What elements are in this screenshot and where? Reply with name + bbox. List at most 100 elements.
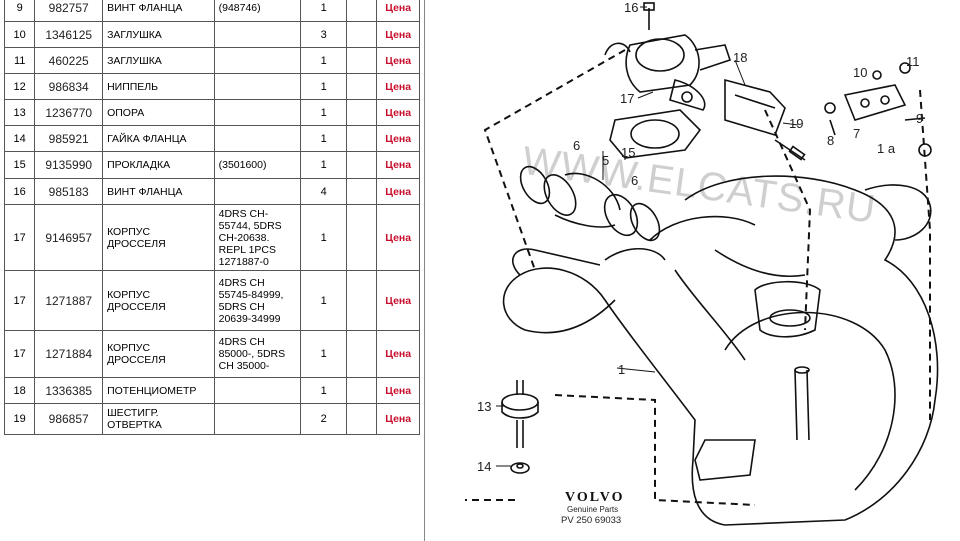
- row-position: 18: [3, 377, 36, 404]
- row-part-number: 1271884: [34, 330, 104, 378]
- row-position: 11: [3, 47, 36, 74]
- row-quantity: 1: [300, 99, 348, 126]
- row-note: [213, 178, 302, 205]
- brand-subtitle: Genuine Parts: [567, 505, 618, 514]
- row-part-name: ПРОКЛАДКА: [102, 151, 215, 179]
- row-part-number: 9135990: [34, 151, 104, 179]
- row-part-name: ЗАГЛУШКА: [102, 47, 215, 74]
- row-quantity: 3: [300, 21, 348, 48]
- row-part-number: 985183: [34, 178, 104, 205]
- row-blank: [346, 73, 378, 100]
- row-blank: [346, 47, 378, 74]
- brand-logo: VOLVO: [565, 490, 625, 505]
- row-note: [213, 73, 302, 100]
- row-quantity: 1: [300, 0, 348, 22]
- row-position: 15: [3, 151, 36, 179]
- callout-15: 15: [621, 145, 635, 160]
- panel-divider: [424, 0, 425, 541]
- row-part-number: 460225: [34, 47, 104, 74]
- row-quantity: 1: [300, 204, 348, 271]
- row-price-link[interactable]: Цена: [376, 0, 420, 22]
- row-price-link[interactable]: Цена: [376, 178, 420, 205]
- volvo-branding: VOLVO Genuine Parts PV 250 69033: [561, 490, 625, 526]
- row-part-number: 986834: [34, 73, 104, 100]
- row-quantity: 1: [300, 125, 348, 152]
- row-part-name: ВИНТ ФЛАНЦА: [102, 0, 215, 22]
- callout-9: 9: [916, 111, 923, 126]
- callout-13: 13: [477, 399, 491, 414]
- row-quantity: 1: [300, 151, 348, 179]
- row-part-number: 1236770: [34, 99, 104, 126]
- throttle-gasket: [609, 109, 702, 159]
- row-position: 14: [3, 125, 36, 152]
- diagram-drawing: WWW.ELCATS.RU: [465, 0, 939, 526]
- row-position: 16: [3, 178, 36, 205]
- throttle-body: [604, 2, 732, 111]
- row-quantity: 1: [300, 73, 348, 100]
- row-price-link[interactable]: Цена: [376, 330, 420, 378]
- row-blank: [346, 403, 378, 435]
- row-note: [213, 125, 302, 152]
- row-part-name: НИППЕЛЬ: [102, 73, 215, 100]
- row-blank: [346, 151, 378, 179]
- row-price-link[interactable]: Цена: [376, 151, 420, 179]
- row-part-name: ВИНТ ФЛАНЦА: [102, 178, 215, 205]
- row-quantity: 1: [300, 270, 348, 331]
- row-price-link[interactable]: Цена: [376, 270, 420, 331]
- nipple-assembly: [824, 62, 932, 157]
- callout-5: 5: [602, 153, 609, 168]
- row-part-name: ШЕСТИГР. ОТВЕРТКА: [102, 403, 215, 435]
- row-part-number: 9146957: [34, 204, 104, 271]
- row-note: 4DRS CH-55744, 5DRS CH-20638. REPL 1PCS …: [213, 204, 302, 271]
- row-price-link[interactable]: Цена: [376, 47, 420, 74]
- row-blank: [346, 0, 378, 22]
- row-price-link[interactable]: Цена: [376, 21, 420, 48]
- row-price-link[interactable]: Цена: [376, 99, 420, 126]
- row-part-name: КОРПУС ДРОССЕЛЯ: [102, 330, 215, 378]
- intake-hose: [519, 165, 661, 242]
- parts-diagram: WWW.ELCATS.RU: [425, 0, 960, 541]
- row-note: [213, 99, 302, 126]
- callout-6-upper: 6: [573, 138, 580, 153]
- row-part-name: ПОТЕНЦИОМЕТР: [102, 377, 215, 404]
- row-price-link[interactable]: Цена: [376, 204, 420, 271]
- row-part-name: КОРПУС ДРОССЕЛЯ: [102, 270, 215, 331]
- support-mount: [501, 380, 539, 474]
- row-position: 10: [3, 21, 36, 48]
- row-note: 4DRS CH 55745-84999, 5DRS CH 20639-34999: [213, 270, 302, 331]
- row-blank: [346, 377, 378, 404]
- row-note: (948746): [213, 0, 302, 22]
- callout-1a: 1 a: [877, 141, 896, 156]
- brand-code: PV 250 69033: [561, 515, 621, 526]
- row-position: 19: [3, 403, 36, 435]
- row-part-number: 1271887: [34, 270, 104, 331]
- row-blank: [346, 99, 378, 126]
- row-price-link[interactable]: Цена: [376, 73, 420, 100]
- callout-16: 16: [624, 0, 638, 15]
- callout-1: 1: [618, 362, 625, 377]
- callout-leaders: [496, 6, 799, 467]
- row-blank: [346, 270, 378, 331]
- callout-10: 10: [853, 65, 867, 80]
- row-part-name: ЗАГЛУШКА: [102, 21, 215, 48]
- row-note: [213, 377, 302, 404]
- row-price-link[interactable]: Цена: [376, 377, 420, 404]
- callout-19: 19: [789, 116, 803, 131]
- row-note: [213, 21, 302, 48]
- row-price-link[interactable]: Цена: [376, 403, 420, 435]
- row-note: [213, 403, 302, 435]
- row-price-link[interactable]: Цена: [376, 125, 420, 152]
- row-position: 17: [3, 330, 36, 378]
- row-blank: [346, 330, 378, 378]
- row-quantity: 1: [300, 330, 348, 378]
- callout-labels: 16 18 17 19 10 11 8 7 9 1 a 6 5 15 6 1 1…: [477, 0, 923, 474]
